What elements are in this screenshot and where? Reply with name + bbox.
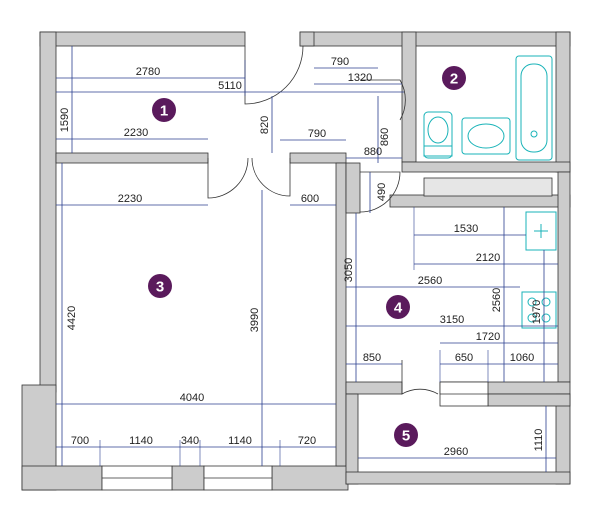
dim-label: 1720	[476, 331, 500, 343]
dim-label: 790	[308, 128, 326, 140]
dim-label: 1140	[129, 435, 153, 447]
svg-text:4: 4	[394, 300, 403, 317]
bathroom-fixtures	[423, 55, 553, 161]
toilet	[423, 111, 453, 159]
wall	[299, 31, 571, 47]
room-badge-4: 4	[386, 295, 410, 319]
wall	[345, 162, 361, 214]
dim-label: 2560	[418, 275, 442, 287]
dim-label: 2230	[118, 193, 142, 205]
wall	[345, 471, 571, 485]
stove	[521, 291, 557, 329]
wall	[555, 393, 571, 485]
wall	[401, 161, 571, 173]
dim-label: 1590	[59, 108, 71, 132]
door-swing	[359, 171, 401, 213]
door-swing	[401, 360, 439, 395]
walls	[21, 31, 571, 491]
kitchen-fixtures	[521, 211, 557, 329]
dim-label: 650	[455, 352, 473, 364]
bathtub-inner	[520, 63, 548, 153]
wall	[401, 31, 417, 163]
dim-label: 3150	[440, 314, 464, 326]
dim-label: 600	[301, 193, 319, 205]
dim-label: 4040	[180, 392, 204, 404]
dim-label: 1110	[533, 429, 545, 452]
room-badge-3: 3	[148, 274, 172, 298]
dim-label: 700	[71, 435, 89, 447]
dim-label: 820	[259, 116, 271, 134]
door-swing	[251, 157, 291, 197]
sink	[461, 117, 511, 155]
room-badge-5: 5	[394, 423, 418, 447]
wall	[299, 31, 315, 47]
wall	[345, 393, 359, 485]
dimension-lines	[56, 46, 558, 472]
wall	[171, 465, 205, 491]
dimension-labels: 2780 5110 790 1320 2230 790 880 2230 600…	[71, 56, 534, 458]
kitchen-sink	[525, 211, 557, 251]
door-swing	[360, 79, 406, 121]
dim-label: 850	[363, 352, 381, 364]
wall	[271, 465, 349, 491]
dim-label: 2560	[491, 288, 503, 312]
dim-label: 1970	[531, 300, 543, 324]
wall	[55, 152, 209, 164]
room-badge-2: 2	[442, 66, 466, 90]
dim-label: 3050	[343, 258, 355, 282]
dim-label: 790	[331, 56, 349, 68]
dim-label: 340	[181, 435, 199, 447]
wall	[21, 465, 103, 491]
windows	[101, 381, 489, 491]
svg-text:3: 3	[156, 279, 164, 296]
dim-label: 1140	[228, 435, 252, 447]
dim-label: 1320	[348, 72, 372, 84]
extension-lines	[99, 60, 489, 466]
dim-label: 720	[298, 435, 316, 447]
dim-label: 2960	[444, 446, 468, 458]
dim-label: 2780	[136, 66, 160, 78]
wall	[39, 31, 57, 393]
svg-text:5: 5	[402, 428, 410, 445]
dim-label: 2230	[124, 127, 148, 139]
doors	[207, 45, 439, 395]
dim-label: 1060	[510, 352, 534, 364]
dim-label: 3990	[249, 308, 261, 332]
svg-text:2: 2	[450, 71, 458, 88]
room-badge-1: 1	[152, 98, 176, 122]
dim-label: 880	[364, 146, 382, 158]
door-swing	[207, 157, 249, 199]
room-badges: 1 2 3 4 5	[148, 66, 466, 447]
door-swing	[244, 45, 304, 105]
wall	[557, 171, 571, 383]
wall	[289, 152, 347, 164]
dim-label: 860	[379, 128, 391, 146]
dim-label: 5110	[218, 80, 242, 92]
dim-label: 1530	[454, 223, 478, 235]
wall	[555, 31, 571, 173]
dim-label: 490	[376, 183, 388, 201]
bathtub	[515, 55, 553, 161]
wall	[335, 162, 347, 467]
svg-text:1: 1	[160, 103, 168, 120]
dimension-labels-vertical: 1590 820 860 490 3050 2560 4420 3990 197…	[59, 108, 545, 452]
wall	[39, 31, 246, 47]
wall	[423, 177, 553, 197]
dim-label: 4420	[66, 306, 78, 330]
dim-label: 2120	[476, 252, 500, 264]
wall	[345, 381, 403, 395]
wall	[487, 393, 571, 407]
wall	[389, 194, 571, 208]
